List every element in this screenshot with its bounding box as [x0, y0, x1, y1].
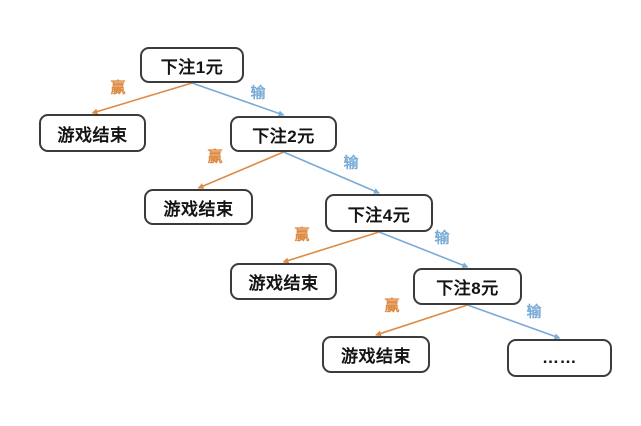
node-label: 游戏结束 [57, 125, 128, 145]
edge-label-lose: 输 [434, 229, 450, 247]
node-label: 下注1元 [160, 57, 224, 77]
edge-label-win: 赢 [207, 148, 223, 166]
node-bet8: 下注8元 [413, 268, 522, 305]
edge-line-win-bet4-end3 [282, 231, 380, 264]
node-label: …… [542, 348, 577, 367]
node-label: 游戏结束 [163, 199, 234, 219]
node-label: 游戏结束 [248, 274, 319, 293]
node-label: 下注4元 [347, 205, 411, 225]
edge-label-lose: 输 [343, 154, 359, 172]
node-end1: 游戏结束 [39, 114, 146, 152]
node-end4: 游戏结束 [322, 336, 430, 373]
node-bet2: 下注2元 [230, 116, 337, 152]
edge-line-win-bet1-end1 [91, 82, 193, 115]
edge-label-lose: 输 [526, 303, 542, 321]
edge-label-lose: 输 [250, 84, 266, 102]
edge-line-lose-bet4-bet8 [378, 231, 469, 268]
edge-line-win-bet2-end2 [197, 151, 284, 189]
node-more: …… [507, 339, 612, 377]
node-label: 下注2元 [252, 126, 315, 146]
edge-label-win: 赢 [110, 79, 126, 97]
node-end2: 游戏结束 [144, 189, 253, 225]
node-label: 下注8元 [436, 279, 499, 298]
node-bet4: 下注4元 [325, 194, 433, 232]
edge-line-lose-bet8-more [467, 304, 561, 340]
node-end3: 游戏结束 [230, 263, 337, 300]
edge-line-lose-bet2-bet4 [283, 151, 380, 194]
edge-label-win: 赢 [294, 226, 310, 244]
node-bet1: 下注1元 [140, 47, 244, 83]
edge-label-win: 赢 [384, 297, 400, 315]
node-label: 游戏结束 [341, 347, 411, 366]
edge-line-lose-bet1-bet2 [191, 82, 285, 117]
edge-line-win-bet8-end4 [375, 304, 468, 337]
